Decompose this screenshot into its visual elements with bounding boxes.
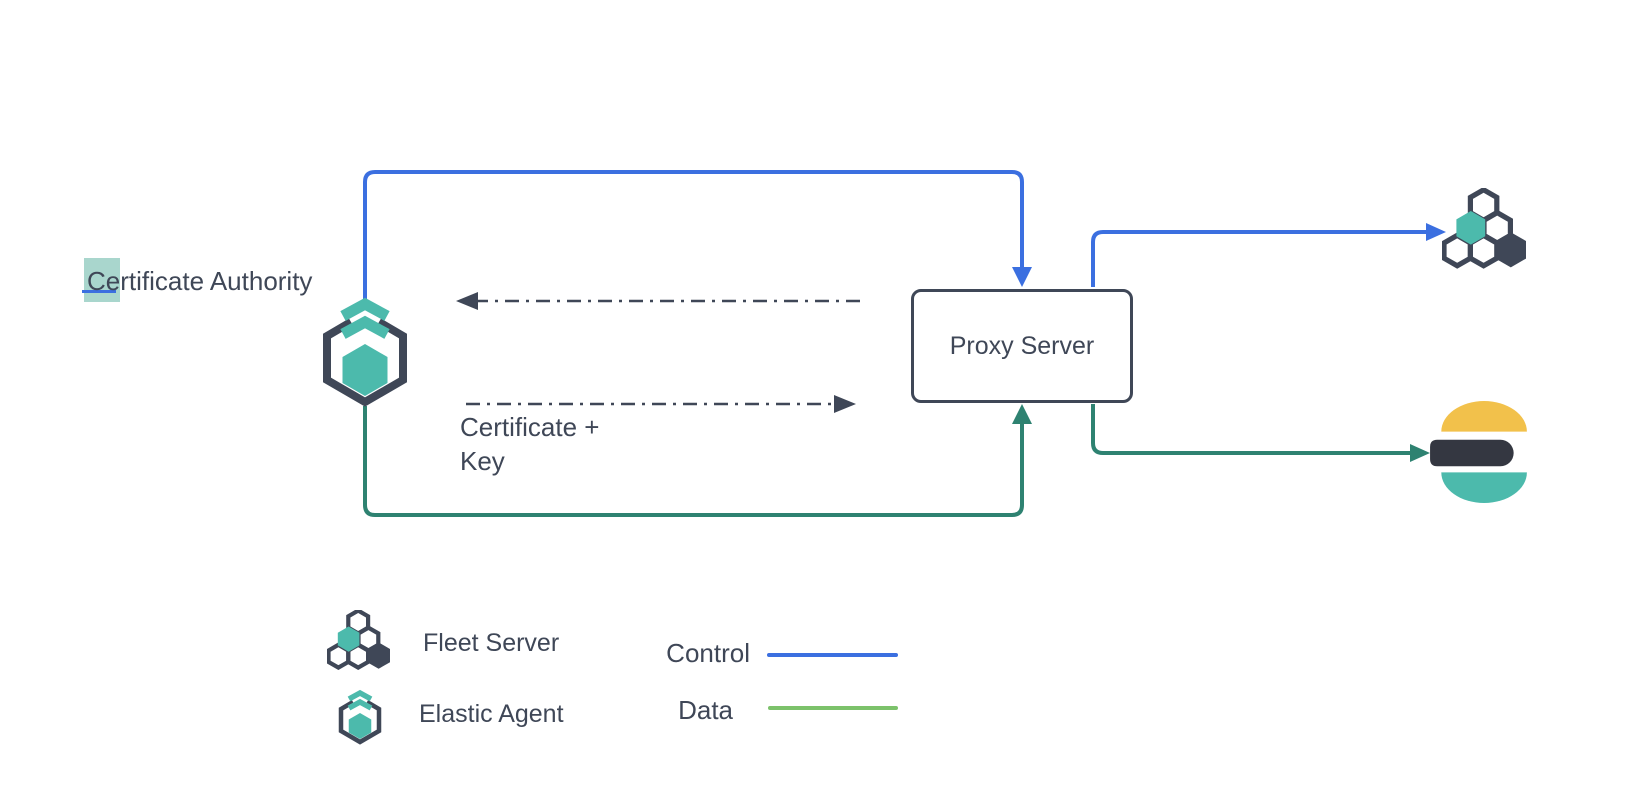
elasticsearch-icon[interactable] [1428,398,1530,504]
agent-hexagon [342,344,388,396]
arrowhead-left [456,292,478,310]
legend-elastic-agent-label[interactable]: Elastic Agent [419,700,564,728]
text-selection-highlight [84,258,120,302]
legend-data-label[interactable]: Data [678,695,733,725]
agent-chevron-bottom [347,698,373,711]
agent-hex-bracket [323,318,407,407]
fleet-hex-teal [337,626,360,652]
elastic-agent-icon[interactable] [313,288,417,410]
arrowhead-up [1012,404,1032,424]
agent-hex-bracket [338,700,382,745]
connector-data-proxy-to-elasticsearch[interactable] [1091,404,1430,462]
arrowhead-down [1012,267,1032,287]
agent-hexagon [348,713,372,739]
connector-control-proxy-to-fleet[interactable] [1091,223,1446,287]
legend-control-label[interactable]: Control [666,638,750,668]
fleet-hex-dark [1495,232,1526,268]
fleet-hex-teal [1456,211,1486,245]
es-middle-bar [1430,439,1514,467]
arrowhead-right [1410,444,1430,462]
agent-chevron-top [340,297,390,321]
legend-control-line[interactable] [767,653,898,657]
fleet-server-icon[interactable] [1442,188,1530,270]
connector-control-agent-to-proxy[interactable] [363,170,1032,300]
certificate-key-line1: Certificate + [460,412,600,442]
connector-dashed-right[interactable] [466,395,856,413]
legend-fleet-server-label[interactable]: Fleet Server [423,629,560,657]
certificate-key-line2: Key [460,446,505,476]
collab-cursor-underline [82,290,116,293]
legend-data-line[interactable] [768,706,898,710]
connector-dashed-left[interactable] [456,292,860,310]
arrowhead-right [834,395,856,413]
certificate-authority-label[interactable]: Certificate Authority [87,266,313,296]
connector-data-agent-to-proxy[interactable] [363,404,1032,517]
es-top-arc [1441,401,1527,432]
proxy-server-label: Proxy Server [949,331,1095,360]
legend-elastic-agent-icon[interactable] [334,685,386,746]
arrowhead-right [1426,223,1446,241]
certificate-key-label[interactable]: Certificate + Key [460,410,599,478]
fleet-hex-dark [367,642,390,669]
agent-chevron-bottom [340,315,390,339]
es-bottom-arc [1441,472,1527,503]
legend-fleet-server-icon[interactable] [327,610,393,670]
proxy-server-box[interactable]: Proxy Server [911,289,1133,403]
agent-chevron-top [347,689,373,702]
